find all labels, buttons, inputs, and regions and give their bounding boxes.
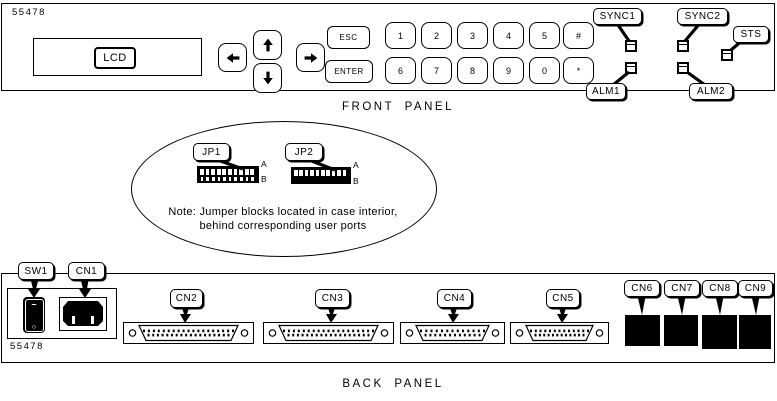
sync2-label: SYNC2 [677,8,728,25]
left-arrow-icon [226,52,239,63]
jp1-jumper-block [197,166,259,183]
jp1-row-a-label: A [261,159,267,169]
jp2-row-b-label: B [353,176,359,186]
cn4-label: CN4 [437,289,472,308]
sync2-led [677,40,689,52]
key-1: 1 [385,22,416,49]
key-9: 9 [493,57,524,84]
cn6-jack [625,315,660,346]
jp1-label: JP1 [193,143,230,161]
power-inlet [59,297,107,331]
front-panel-title: FRONT PANEL [342,101,454,113]
key-8: 8 [457,57,488,84]
cn5-label: CN5 [546,289,580,308]
key-hash: # [563,22,594,49]
alm2-label: ALM2 [689,83,733,100]
sts-label: STS [733,26,769,43]
cn3-label: CN3 [315,289,350,308]
jp2-row-a-label: A [353,160,359,170]
cn4-connector [400,322,505,344]
cn2-label: CN2 [170,289,203,308]
jumper-note-line1: Note: Jumper blocks located in case inte… [168,206,398,218]
jp2-jumper-block [291,167,351,184]
key-5: 5 [529,22,560,49]
up-arrow-icon [262,38,273,52]
key-0: 0 [529,57,560,84]
switch-on-mark: – [31,299,37,309]
front-product-code: 55478 [12,7,46,18]
key-star: * [563,57,594,84]
sts-led [721,49,733,61]
cn7-label: CN7 [664,280,700,297]
cn9-jack [739,315,771,349]
jumper-note-line2: behind corresponding user ports [199,220,367,232]
right-arrow-key [296,43,325,72]
switch-off-mark: ○ [31,322,37,331]
key-3: 3 [457,22,488,49]
cn3-connector [263,322,394,344]
cn8-jack [702,315,737,349]
key-4: 4 [493,22,524,49]
cn8-label: CN8 [702,280,738,297]
cn1-label: CN1 [68,262,105,280]
sync1-label: SYNC1 [593,8,642,25]
cn2-connector [123,322,254,344]
esc-key: ESC [327,26,370,49]
key-7: 7 [421,57,452,84]
cn7-jack [664,315,698,346]
down-arrow-key [253,63,282,93]
cn6-label: CN6 [624,280,660,297]
power-switch-bezel [24,298,44,332]
jp2-label: JP2 [285,143,323,161]
jp1-row-b-label: B [261,174,267,184]
sync1-led [625,40,637,52]
cn9-label: CN9 [738,280,773,297]
lcd-label: LCD [94,47,136,69]
sw1-label: SW1 [18,262,54,280]
alm1-led [625,62,637,74]
up-arrow-key [253,30,282,60]
left-arrow-key [218,43,247,72]
right-arrow-icon [304,52,317,63]
alm2-led [677,62,689,74]
power-inlet-icon [63,301,103,326]
alm1-label: ALM1 [586,83,626,100]
down-arrow-icon [262,71,273,85]
cn5-connector [510,322,609,344]
key-6: 6 [385,57,416,84]
interior-ellipse [131,121,437,257]
enter-key: ENTER [325,60,373,83]
power-switch: – ○ [23,297,45,333]
back-product-code: 55478 [10,341,44,352]
key-2: 2 [421,22,452,49]
back-panel-title: BACK PANEL [342,378,444,390]
